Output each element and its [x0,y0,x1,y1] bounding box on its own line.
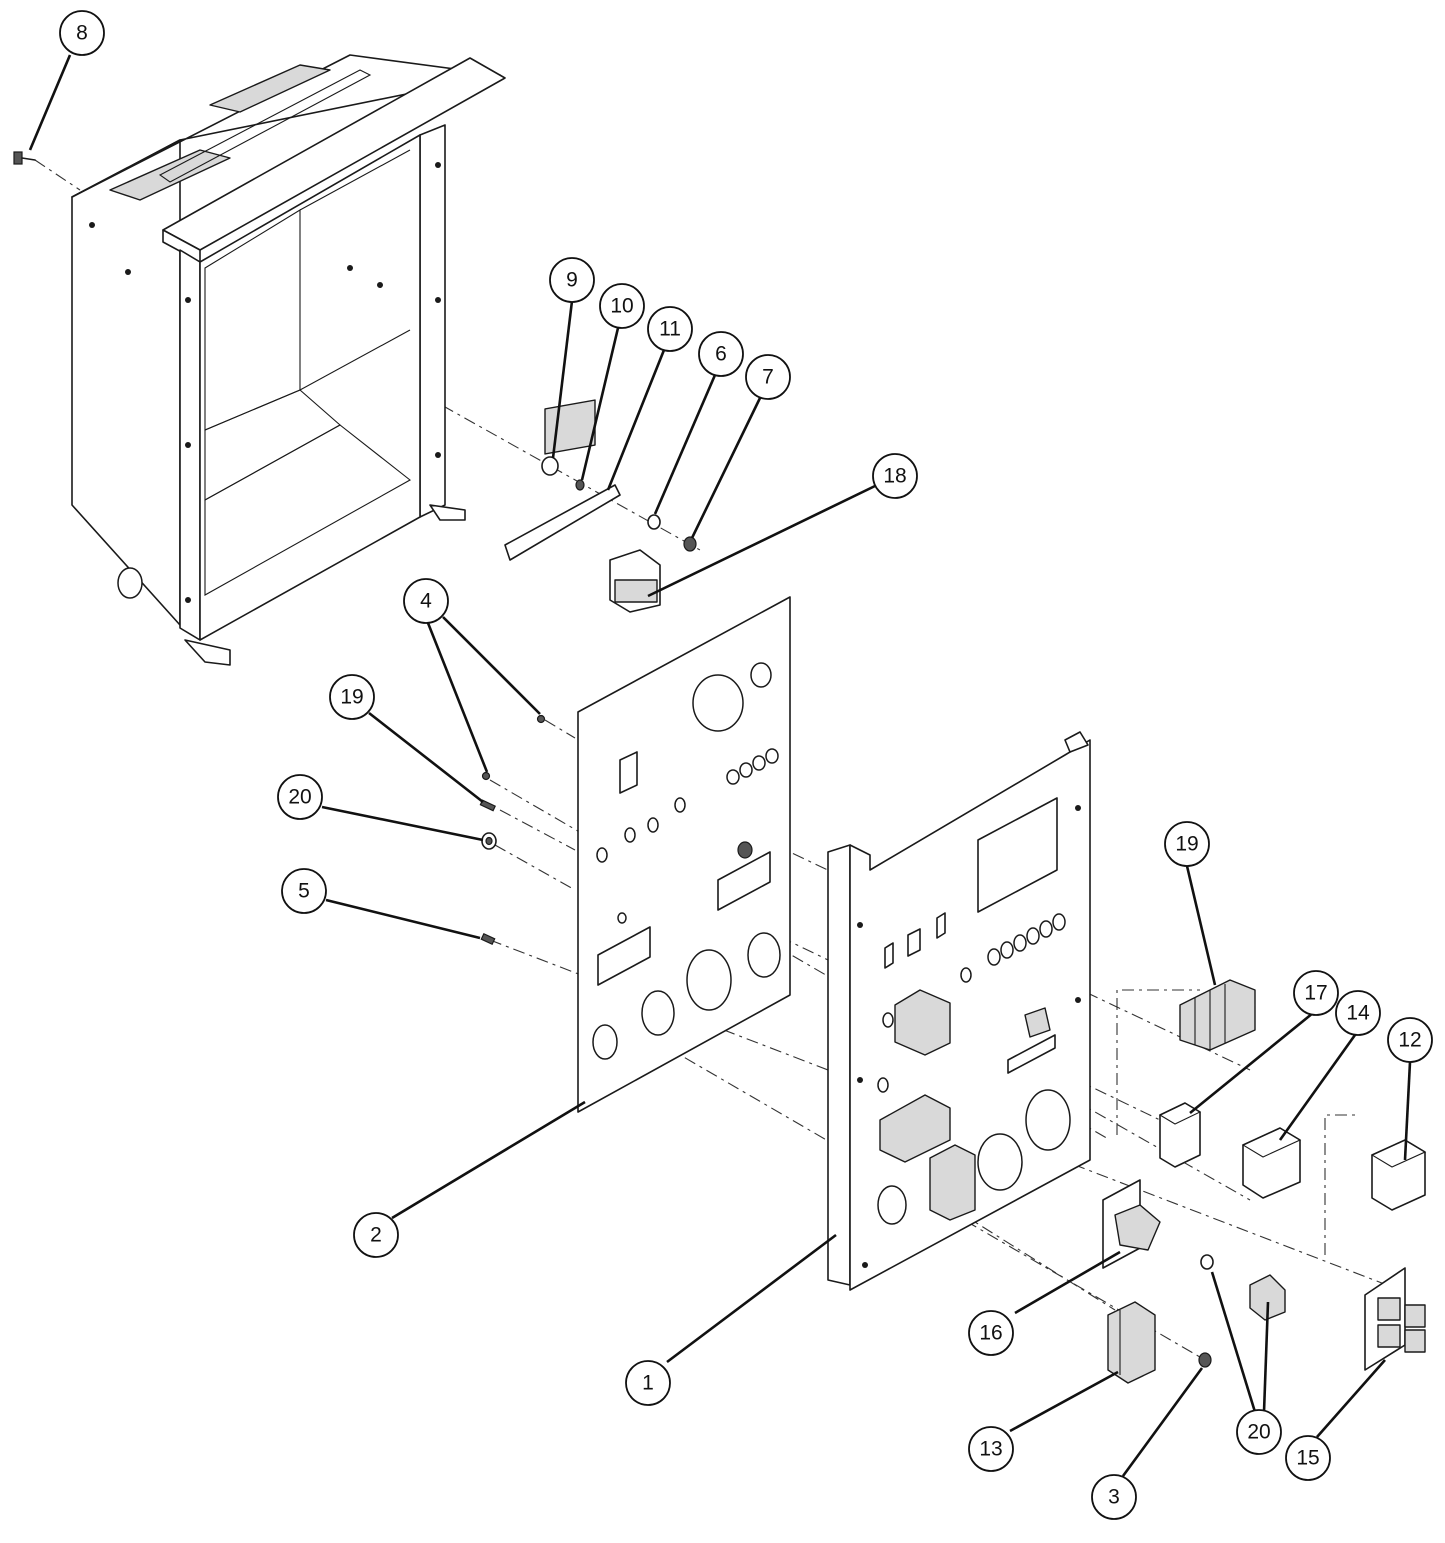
callout-10-label: 10 [610,295,633,318]
callout-7: 7 [745,354,791,400]
callout-20-right-label: 20 [1247,1421,1270,1444]
callout-15-label: 15 [1296,1447,1319,1470]
relay-17 [1158,1102,1202,1168]
callout-11: 11 [647,306,693,352]
callout-11-label: 11 [659,318,681,341]
callout-1: 1 [625,1360,671,1406]
relay-19 [1179,979,1256,1051]
callout-4: 4 [403,578,449,624]
enclosure-box [71,54,506,666]
callout-19-left: 19 [329,674,375,720]
callout-7-label: 7 [762,366,774,389]
callout-13: 13 [968,1426,1014,1472]
callout-8-label: 8 [76,22,88,45]
callout-20-left-label: 20 [288,786,311,809]
leader-lines [28,54,1412,1477]
callout-17: 17 [1293,970,1339,1016]
relay-18 [609,549,661,613]
callout-6: 6 [698,331,744,377]
callout-5-label: 5 [298,880,310,903]
terminal-block-15 [1364,1267,1426,1371]
callout-8: 8 [59,10,105,56]
front-panel-2 [577,596,791,1113]
callout-20-right: 20 [1236,1409,1282,1455]
callout-18: 18 [872,453,918,499]
callout-16: 16 [968,1310,1014,1356]
callout-19-right: 19 [1164,821,1210,867]
din-rail-assembly [504,399,697,561]
callout-3-label: 3 [1108,1486,1120,1509]
back-panel-1 [827,731,1091,1291]
switch-20 [1200,1254,1286,1321]
callout-9: 9 [549,257,595,303]
breaker-13 [1107,1301,1156,1384]
callout-19-left-label: 19 [340,686,363,709]
callout-2: 2 [353,1212,399,1258]
callout-20-left: 20 [277,774,323,820]
callout-19-right-label: 19 [1175,833,1198,856]
nut-3 [1198,1352,1212,1368]
callout-12: 12 [1387,1017,1433,1063]
callout-1-label: 1 [642,1372,654,1395]
callout-12-label: 12 [1398,1029,1421,1052]
callout-4-label: 4 [420,590,432,613]
callout-13-label: 13 [979,1438,1002,1461]
switch-16 [1102,1179,1161,1269]
callout-15: 15 [1285,1435,1331,1481]
relay-12 [1370,1139,1427,1211]
callout-16-label: 16 [979,1322,1002,1345]
callout-14-label: 14 [1346,1002,1370,1025]
callout-3: 3 [1091,1474,1137,1520]
callout-5: 5 [281,868,327,914]
callout-2-label: 2 [370,1224,382,1247]
screw-8 [13,151,36,165]
panel-fasteners [479,714,546,946]
callout-14: 14 [1335,990,1381,1036]
callout-18-label: 18 [883,465,906,488]
callout-6-label: 6 [715,343,727,366]
callout-9-label: 9 [566,269,578,292]
relay-14 [1241,1127,1302,1199]
callout-10: 10 [599,283,645,329]
callout-17-label: 17 [1304,982,1327,1005]
